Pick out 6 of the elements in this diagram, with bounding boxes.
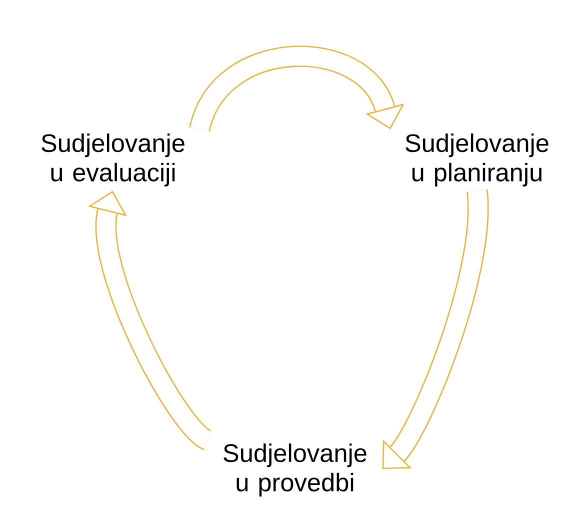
block-arrow (382, 190, 489, 470)
block-arrow (189, 46, 404, 133)
cycle-label: Sudjelovanje u planiranju (406, 134, 548, 186)
cycle-label: Sudjelovanje u evaluaciji (42, 134, 184, 186)
block-arrow (88, 190, 214, 450)
cycle-label: Sudjelovanje u provedbi (224, 444, 366, 496)
